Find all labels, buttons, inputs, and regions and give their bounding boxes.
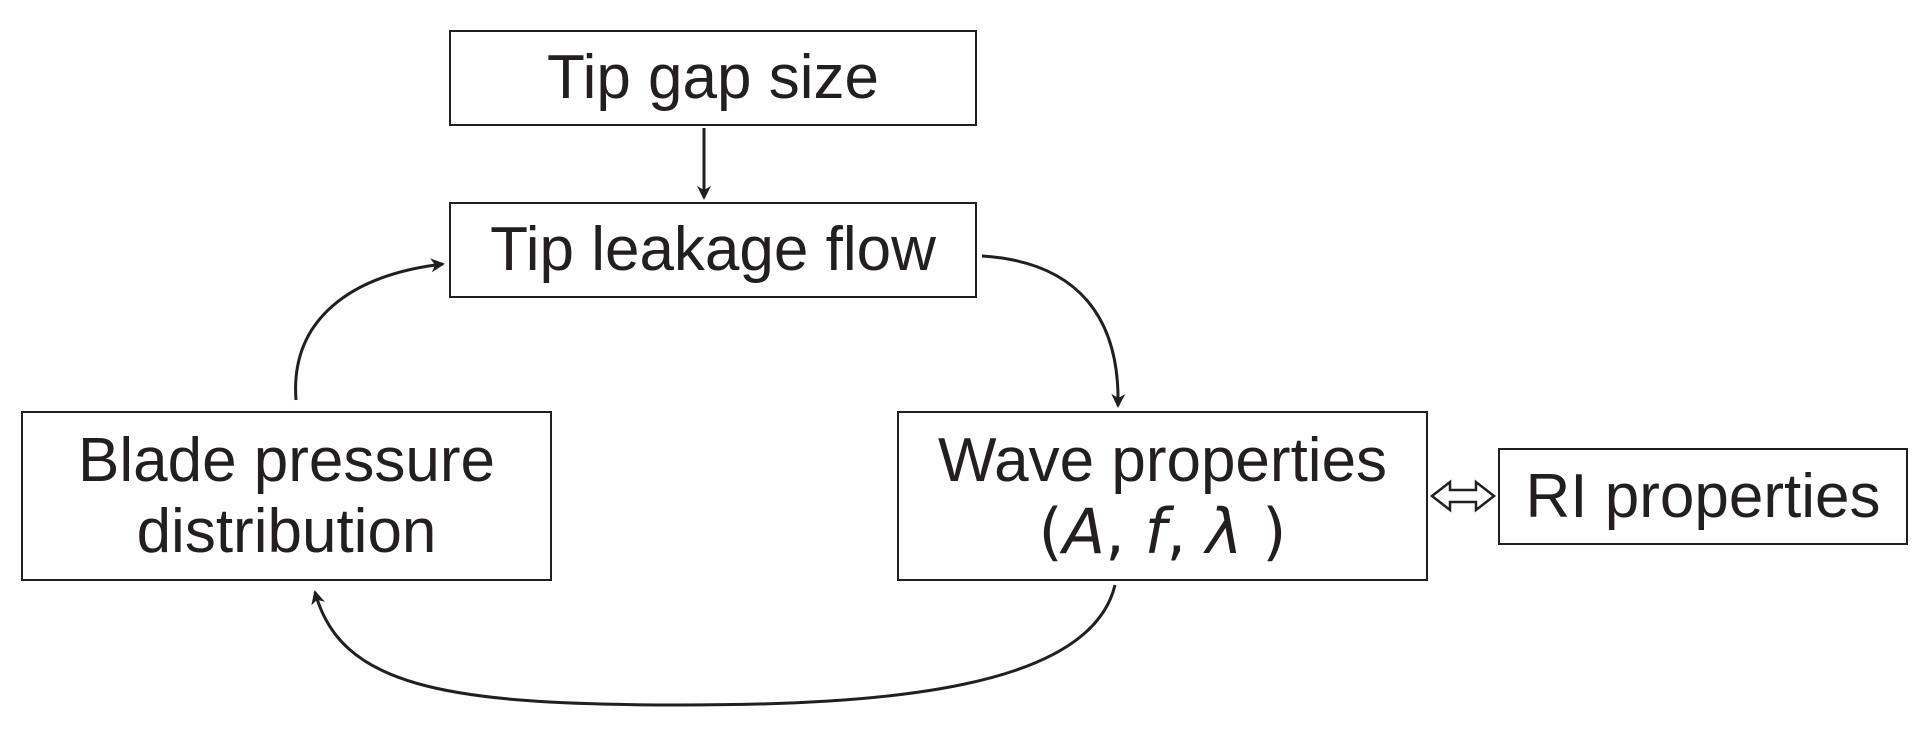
ri-properties-label: RI properties (1525, 461, 1881, 531)
double-arrow-wave-ri (1429, 479, 1497, 513)
tip-leakage-flow-box: Tip leakage flow (449, 202, 977, 298)
wave-properties-symbols: (A, f, λ ) (1039, 496, 1287, 567)
blade-pressure-line1: Blade pressure (77, 425, 496, 495)
paren-open: ( (1038, 495, 1063, 568)
symbol-frequency: f (1144, 495, 1167, 568)
symbol-wavelength: λ (1205, 495, 1243, 568)
paren-close: ) (1242, 495, 1287, 568)
symbol-amplitude: A (1062, 495, 1106, 568)
blade-pressure-line2: distribution (136, 497, 437, 566)
wave-properties-box: Wave properties (A, f, λ ) (897, 411, 1428, 581)
arrow-leakage-to-wave (981, 254, 1126, 408)
arrow-wave-to-blade (311, 584, 1117, 707)
tip-leakage-flow-label: Tip leakage flow (490, 215, 936, 285)
ri-properties-box: RI properties (1498, 448, 1908, 545)
tip-gap-size-box: Tip gap size (449, 30, 977, 126)
separator-1: , (1105, 495, 1145, 568)
tip-gap-size-label: Tip gap size (547, 43, 879, 113)
wave-properties-line1: Wave properties (937, 425, 1388, 495)
arrow-blade-to-leakage (294, 258, 445, 401)
blade-pressure-distribution-box: Blade pressure distribution (21, 411, 552, 581)
separator-2: , (1166, 495, 1206, 568)
